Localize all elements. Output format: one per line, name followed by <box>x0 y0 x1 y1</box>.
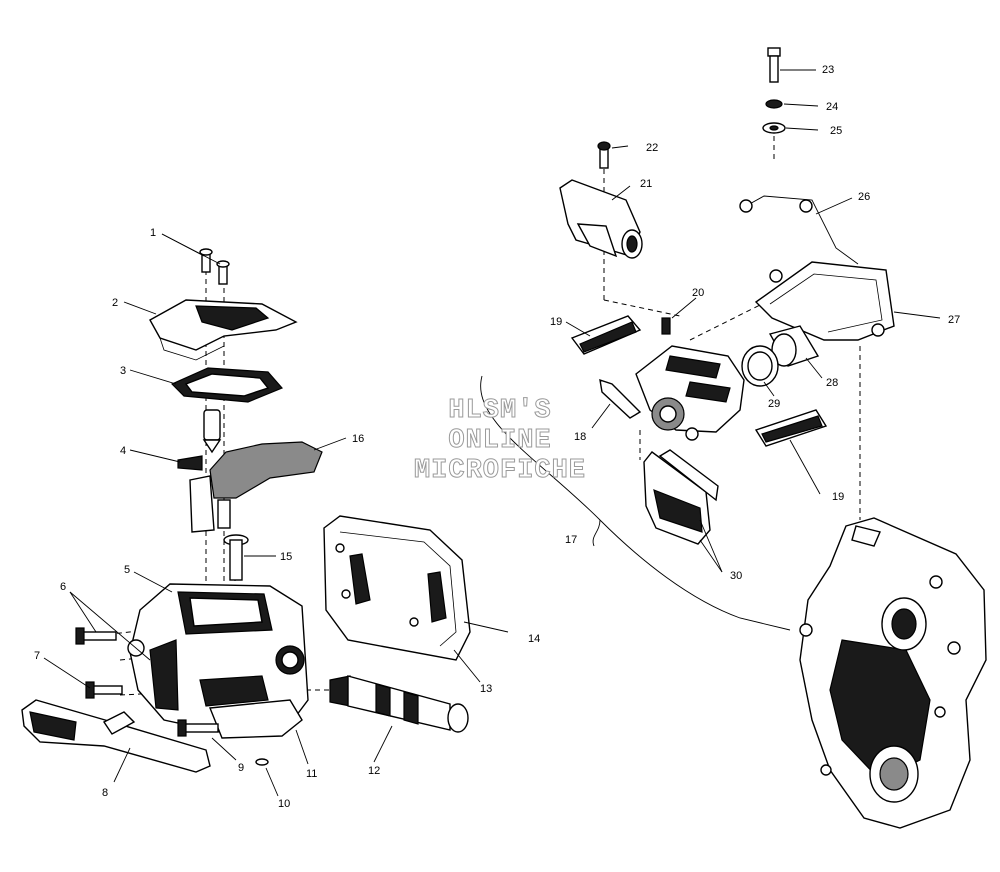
callout-30: 30 <box>730 570 742 582</box>
watermark: HLSM'S ONLINE MICROFICHE <box>380 396 620 487</box>
plunger <box>202 409 222 454</box>
part-2-cover <box>149 299 298 361</box>
callout-24: 24 <box>826 101 838 113</box>
callout-8: 8 <box>102 787 108 799</box>
part-15-pin <box>223 534 249 581</box>
part-11-base <box>209 699 303 739</box>
part-29-o-ring <box>741 345 779 387</box>
callout-7: 7 <box>34 650 40 662</box>
callout-numbers: 1 2 3 4 5 6 7 8 9 10 11 12 13 14 15 16 1… <box>34 64 960 810</box>
callout-9: 9 <box>238 762 244 774</box>
callout-16: 16 <box>352 433 364 445</box>
chaincase-housing <box>799 517 987 829</box>
part-12-cylinder <box>329 675 469 733</box>
callout-1: 1 <box>150 227 156 239</box>
callout-27: 27 <box>948 314 960 326</box>
callout-25: 25 <box>830 125 842 137</box>
part-13-14-cover <box>323 515 471 661</box>
part-30-brake-pads <box>643 449 719 545</box>
callout-11: 11 <box>306 768 317 780</box>
callout-5: 5 <box>124 564 130 576</box>
callout-17: 17 <box>565 534 577 546</box>
part-18-hose <box>599 378 642 419</box>
callout-23: 23 <box>822 64 834 76</box>
part-6-bolt <box>75 627 117 645</box>
part-20-bleeder <box>661 317 671 335</box>
callout-3: 3 <box>120 365 126 377</box>
callout-13: 13 <box>480 683 492 695</box>
watermark-line-3: MICROFICHE <box>413 456 587 487</box>
callout-4: 4 <box>120 445 126 457</box>
watermark-line-2: ONLINE <box>448 426 552 457</box>
callout-10: 10 <box>278 798 290 810</box>
part-28-sleeve <box>768 325 820 367</box>
part-27-frame <box>754 261 895 341</box>
callout-19-upper: 19 <box>550 316 562 328</box>
part-9-bolt <box>177 719 219 737</box>
callout-19-lower: 19 <box>832 491 844 503</box>
part-25-washer <box>762 122 786 134</box>
part-8-brake-lever <box>21 699 211 773</box>
part-24-washer <box>765 99 783 109</box>
callout-20: 20 <box>692 287 704 299</box>
part-17-brake-line <box>480 375 791 631</box>
callout-22: 22 <box>646 142 658 154</box>
part-26-spring-clip <box>739 195 859 265</box>
part-7-bolt <box>85 681 123 699</box>
callout-26: 26 <box>858 191 870 203</box>
part-23-bolt <box>767 47 781 83</box>
callout-21: 21 <box>640 178 652 190</box>
part-5-housing <box>127 583 309 733</box>
part-22-bolt <box>597 141 611 169</box>
callout-29: 29 <box>768 398 780 410</box>
callout-14: 14 <box>528 633 540 645</box>
callout-12: 12 <box>368 765 380 777</box>
part-1-screws <box>199 248 230 285</box>
callout-6: 6 <box>60 581 66 593</box>
part-4-spring <box>177 455 203 471</box>
assembly-axes-right <box>603 136 861 520</box>
callout-15: 15 <box>280 551 292 563</box>
part-21-fitting <box>559 179 643 259</box>
part-19-pad-lower <box>754 409 828 447</box>
callout-2: 2 <box>112 297 118 309</box>
leader-lines <box>43 69 941 797</box>
part-10-washer <box>255 758 269 766</box>
part-16-throttle-lever <box>189 441 323 533</box>
part-19-pad-upper <box>570 315 642 355</box>
watermark-line-1: HLSM'S <box>448 396 552 427</box>
part-3-gasket <box>170 367 284 403</box>
callout-28: 28 <box>826 377 838 389</box>
caliper-body <box>635 345 745 441</box>
callout-18: 18 <box>574 431 586 443</box>
